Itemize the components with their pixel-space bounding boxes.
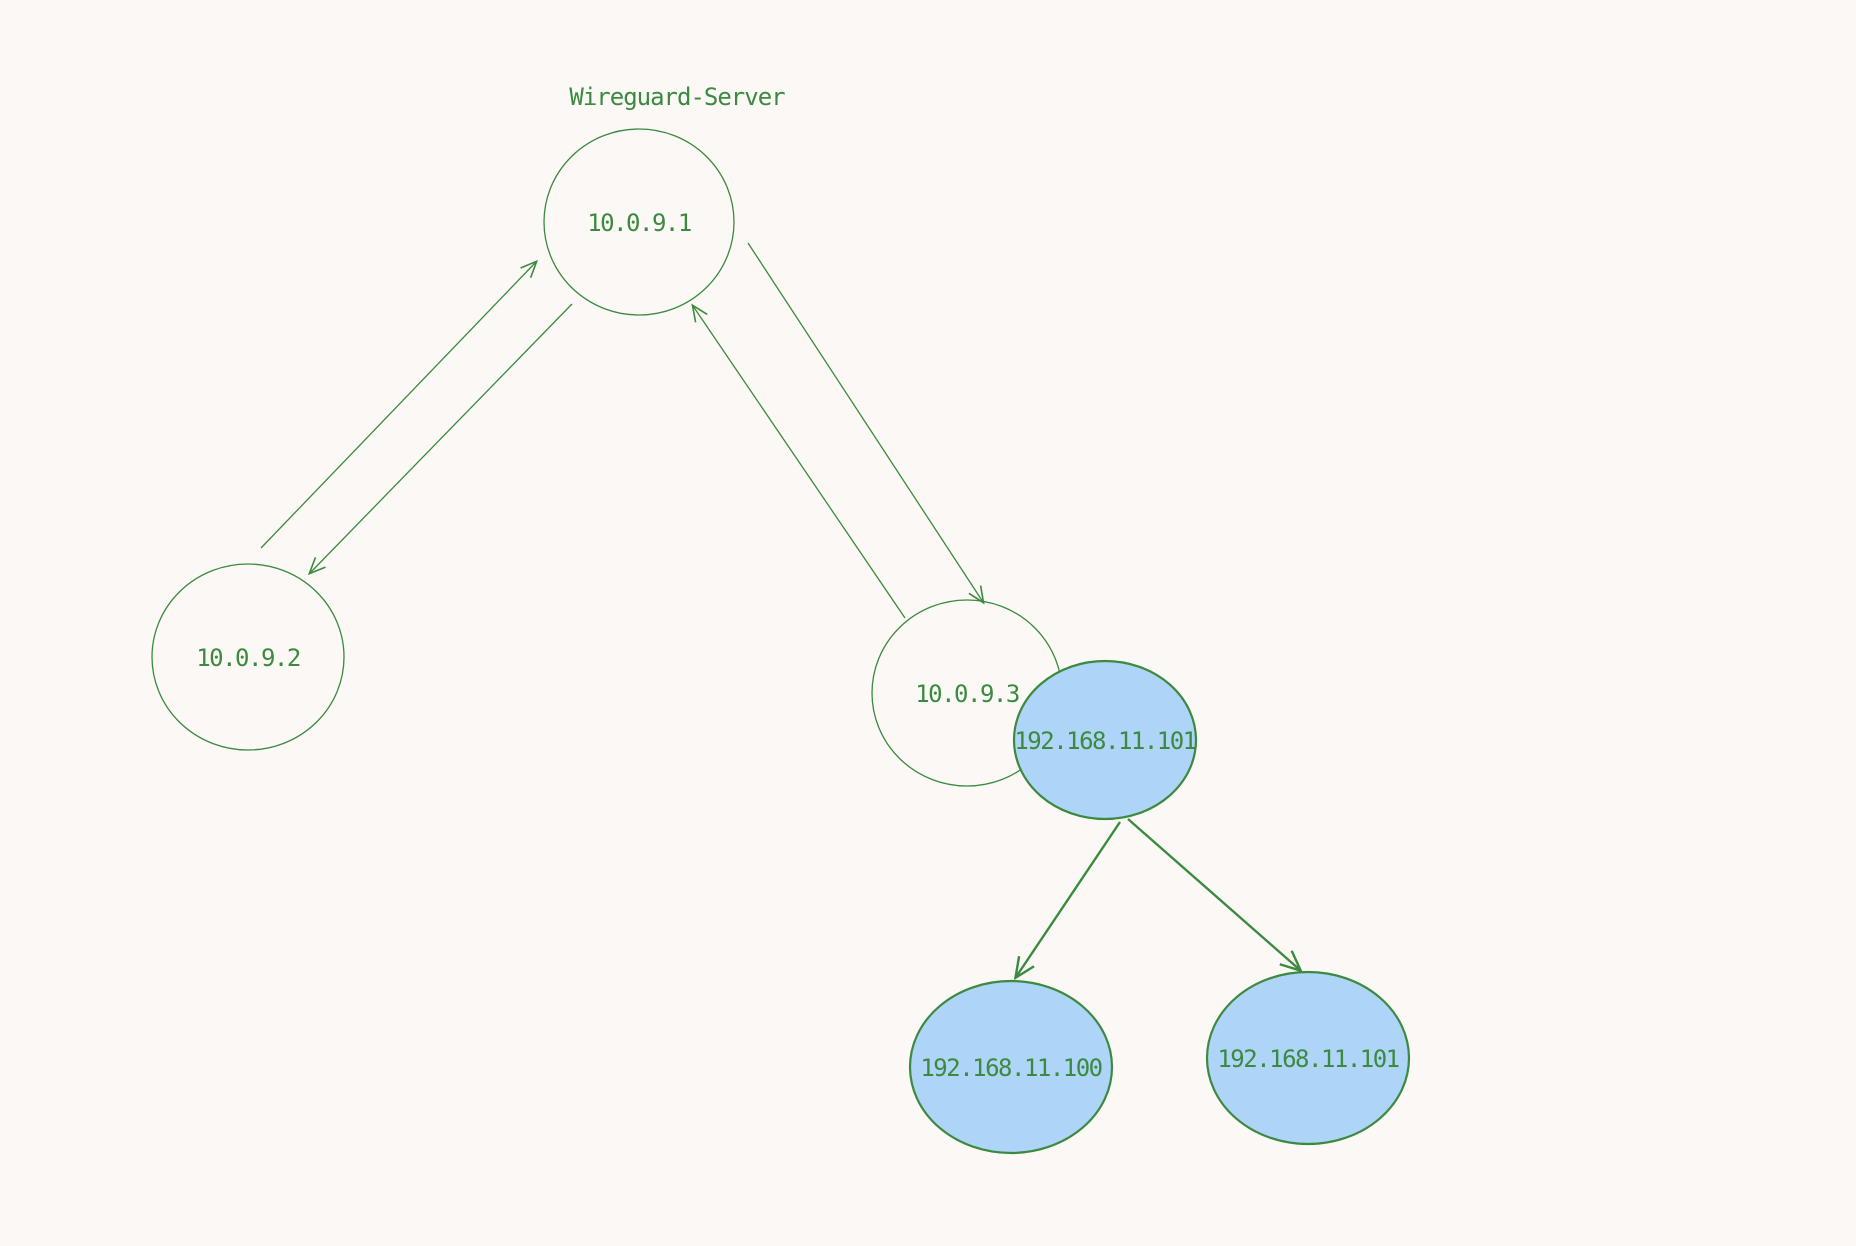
edge-client-a-to-server [260,259,539,549]
edge-server-to-client-b [747,242,985,605]
node-label: 192.168.11.100 [920,1054,1101,1082]
node-label: 192.168.11.101 [1014,727,1195,755]
edge-client-b-to-server [691,303,906,619]
node-lan-gateway: 192.168.11.101 [1012,659,1197,821]
node-lan-host-1: 192.168.11.100 [908,979,1114,1155]
edge-lan-gateway-to-host-2 [1127,818,1300,970]
node-label: 192.168.11.101 [1217,1045,1398,1073]
edge-server-to-client-a [307,303,573,576]
node-lan-host-2: 192.168.11.101 [1205,970,1411,1146]
node-label: 10.0.9.1 [587,209,691,237]
node-label: 10.0.9.2 [196,644,300,672]
node-label: 10.0.9.3 [915,680,1019,708]
edge-lan-gateway-to-host-1 [1016,821,1121,977]
node-client-a: 10.0.9.2 [151,563,345,751]
node-server: 10.0.9.1 [543,128,735,316]
server-title: Wireguard-Server [569,83,785,111]
